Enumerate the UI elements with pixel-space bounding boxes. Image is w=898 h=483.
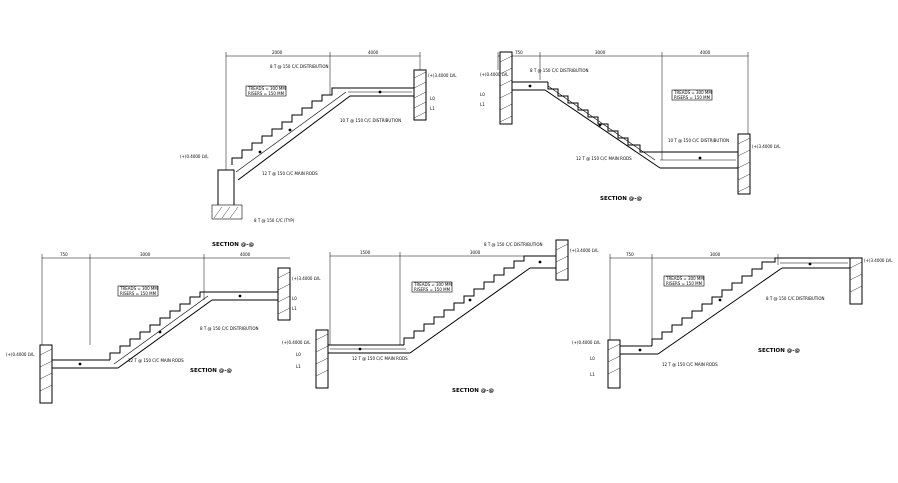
- level-marker: L1: [292, 306, 297, 311]
- level-label: (+)3.4000 LVL: [752, 144, 781, 149]
- dim-label: 3000: [710, 252, 721, 257]
- level-marker: L0: [292, 296, 297, 301]
- section-a: 2000 4000 TREADS = 300 MM RISERS = 150 M…: [180, 50, 457, 248]
- level-marker: L0: [480, 92, 485, 97]
- level-marker: L0: [430, 96, 435, 101]
- rebar-label: 12 T @ 150 C/C MAIN RODS: [576, 156, 632, 161]
- section-title: SECTION @-@: [758, 348, 801, 354]
- support-column: [217, 169, 235, 211]
- spec-box: [663, 275, 705, 287]
- rebar-label: 12 T @ 150 C/C MAIN RODS: [128, 358, 184, 363]
- level-marker: L1: [590, 372, 595, 377]
- spec-treads: TREADS = 300 MM: [247, 86, 286, 91]
- rebar-label: 12 T @ 150 C/C MAIN RODS: [662, 362, 718, 367]
- rebar-label: 8 T @ 150 C/C DISTRIBUTION: [766, 296, 825, 301]
- wall: [39, 344, 53, 404]
- dim-label: 4000: [368, 50, 379, 55]
- spec-treads: TREADS = 300 MM: [665, 276, 704, 281]
- section-b: 750 3000 4000 TREADS = 300 MM RISERS = 1…: [480, 50, 781, 202]
- rebar-label: 10 T @ 150 C/C DISTRIBUTION: [668, 138, 729, 143]
- section-title: SECTION @-@: [600, 196, 643, 202]
- level-label: (+)0.4000 LVL: [480, 72, 509, 77]
- level-marker: L0: [590, 356, 595, 361]
- section-e: 750 3000 TREADS = 300 MM RISERS = 150 MM…: [572, 252, 893, 389]
- rebar-label: 8 T @ 150 C/C DISTRIBUTION: [200, 326, 259, 331]
- wall: [277, 267, 291, 321]
- rebar-label: 8 T @ 150 C/C DISTRIBUTION: [270, 64, 329, 69]
- wall: [555, 239, 569, 281]
- level-label: (+)0.4000 LVL: [180, 154, 209, 159]
- dim-label: 4000: [240, 252, 251, 257]
- level-marker: L1: [480, 102, 485, 107]
- dim-label: 2000: [272, 50, 283, 55]
- dim-label: 3000: [140, 252, 151, 257]
- level-label: (+)3.4000 LVL: [292, 276, 321, 281]
- spec-risers: RISERS = 150 MM: [120, 291, 157, 296]
- spec-box: [411, 281, 453, 293]
- level-label: (+)0.4000 LVL: [6, 352, 35, 357]
- wall: [315, 329, 329, 389]
- spec-box: [671, 89, 713, 101]
- rebar-label: 8 T @ 150 C/C DISTRIBUTION: [530, 68, 589, 73]
- level-marker: L1: [430, 106, 435, 111]
- section-title: SECTION @-@: [212, 242, 255, 248]
- dim-label: 750: [515, 50, 523, 55]
- rebar-label: 12 T @ 150 C/C MAIN RODS: [352, 356, 408, 361]
- spec-treads: TREADS = 300 MM: [673, 90, 712, 95]
- section-title: SECTION @-@: [190, 368, 233, 374]
- rebar-label: 8 T @ 150 C/C (TYP): [254, 218, 295, 223]
- section-title: SECTION @-@: [452, 388, 495, 394]
- spec-risers: RISERS = 150 MM: [666, 281, 703, 286]
- level-label: (+)3.4000 LVL: [864, 258, 893, 263]
- wall: [607, 339, 621, 389]
- level-label: (+)0.4000 LVL: [572, 340, 601, 345]
- spec-box: [117, 285, 159, 297]
- wall: [849, 257, 863, 305]
- rebar-label: 12 T @ 150 C/C MAIN RODS: [262, 171, 318, 176]
- dim-label: 3000: [595, 50, 606, 55]
- spec-treads: TREADS = 300 MM: [119, 286, 158, 291]
- level-label: (+)0.4000 LVL: [282, 340, 311, 345]
- rebar-label: 8 T @ 150 C/C DISTRIBUTION: [484, 242, 543, 247]
- dim-label: 750: [60, 252, 68, 257]
- dim-label: 750: [626, 252, 634, 257]
- level-label: (+)3.4000 LVL: [570, 248, 599, 253]
- level-marker: L0: [296, 352, 301, 357]
- spec-box: [245, 85, 287, 97]
- spec-treads: TREADS = 300 MM: [413, 282, 452, 287]
- dim-label: 1500: [360, 250, 371, 255]
- level-label: (+)3.4000 LVL: [428, 73, 457, 78]
- section-c: 750 3000 4000 TREADS = 300 MM RISERS = 1…: [6, 252, 321, 404]
- wall: [499, 51, 513, 125]
- rebar-label: 10 T @ 150 C/C DISTRIBUTION: [340, 118, 401, 123]
- section-d: 1500 3000 TREADS = 300 MM RISERS = 150 M…: [282, 239, 599, 394]
- level-marker: L1: [296, 364, 301, 369]
- wall: [737, 133, 751, 195]
- dim-label: 3000: [470, 250, 481, 255]
- spec-risers: RISERS = 150 MM: [414, 287, 451, 292]
- spec-risers: RISERS = 150 MM: [248, 91, 285, 96]
- spec-risers: RISERS = 150 MM: [674, 95, 711, 100]
- dim-label: 4000: [700, 50, 711, 55]
